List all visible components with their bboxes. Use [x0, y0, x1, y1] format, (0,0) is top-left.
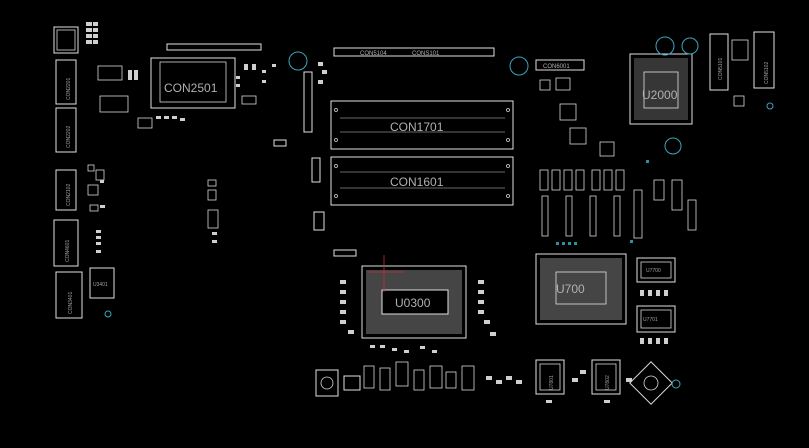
con6001-label: CON6001 — [543, 64, 570, 70]
connector-con6001[interactable] — [535, 59, 585, 71]
connector-con5104-cons101[interactable] — [333, 47, 495, 57]
small-chip[interactable] — [97, 65, 123, 81]
con6001-region: CON6001 — [535, 59, 615, 157]
connector-con2202[interactable] — [55, 107, 77, 153]
mounting-hole — [681, 37, 699, 55]
small-chip[interactable] — [273, 139, 287, 147]
mid-left-small-parts — [207, 179, 219, 243]
u7700-label: U7700 — [646, 268, 661, 274]
small-parts-cluster-a — [86, 22, 98, 44]
con2102-label: CON2102 — [66, 184, 72, 206]
inductor[interactable] — [315, 369, 339, 397]
con2202-label: CON2202 — [66, 126, 72, 148]
con2501-label: CON2501 — [164, 81, 218, 95]
mosfet[interactable] — [343, 375, 361, 391]
con2201-label: CON2201 — [66, 78, 72, 100]
u7701-label: U7701 — [643, 317, 658, 323]
left-connector-column: CON2201 CON2202 CON2102 CON4601 CON3401 … — [53, 22, 115, 319]
connector-con2201[interactable] — [55, 59, 77, 105]
connector-con5102[interactable] — [753, 31, 775, 89]
mounting-hole — [655, 36, 675, 56]
chip-u7801[interactable]: U7801 — [535, 359, 565, 395]
chipset-u2000[interactable]: U2000 — [629, 53, 693, 125]
top-header-strip[interactable] — [166, 43, 262, 51]
u2000-label: U2000 — [642, 88, 678, 102]
small-parts-cluster-b — [87, 164, 105, 253]
con5104-label: CON5104 — [360, 51, 387, 57]
via-hole — [766, 102, 774, 110]
vertical-connector[interactable] — [303, 71, 313, 133]
con2501-region: CON2501 — [97, 43, 276, 129]
dimm-slot-con1601[interactable]: CON1601 — [330, 156, 514, 206]
connector-con3401[interactable] — [55, 271, 83, 319]
cpu-surrounding-parts — [340, 280, 496, 353]
vram-u7701[interactable]: U7701 — [636, 305, 676, 333]
dimm-slot-con1701[interactable]: CON1701 — [330, 100, 514, 150]
cpu-u0300[interactable]: U0300 — [361, 255, 467, 339]
con1701-label: CON1701 — [390, 120, 444, 134]
via-hole — [671, 379, 681, 389]
small-chip[interactable] — [99, 95, 129, 113]
gpu-u700[interactable]: U700 — [535, 253, 627, 325]
mounting-hole — [664, 137, 682, 155]
small-chip[interactable] — [313, 211, 325, 231]
small-chip[interactable] — [333, 249, 357, 257]
u0300-label: U0300 — [395, 296, 431, 310]
top-center-connectors: CON5104 CONS101 — [333, 47, 495, 57]
chip-top-left[interactable] — [53, 26, 79, 54]
mounting-hole — [509, 56, 529, 76]
mounting-hole — [288, 51, 308, 71]
via-hole — [104, 310, 112, 318]
u700-label: U700 — [556, 282, 585, 296]
con4601-label: CON4601 — [65, 240, 71, 262]
cons101-label: CONS101 — [412, 51, 440, 57]
chip-u3401[interactable] — [89, 267, 115, 299]
connector-con2501[interactable] — [150, 57, 236, 109]
chip-u7802[interactable]: U7802 — [591, 359, 621, 395]
u7801-label: U7801 — [549, 375, 555, 390]
u7802-label: U7802 — [605, 375, 611, 390]
connector-con2102[interactable] — [55, 169, 77, 211]
vram-u7700[interactable]: U7700 — [636, 257, 676, 283]
con5102-label: CON5102 — [764, 62, 770, 84]
bottom-power-stage — [315, 361, 522, 397]
right-connectors: CON5101 CON5102 — [709, 31, 775, 110]
connector-con4601[interactable] — [53, 219, 79, 267]
con5101-label: CON5101 — [718, 58, 724, 80]
connector-con5101[interactable] — [709, 33, 729, 91]
con3401-label: CON3401 — [68, 292, 74, 314]
right-mid-components — [539, 160, 697, 245]
con1601-label: CON1601 — [390, 175, 444, 189]
small-chip[interactable] — [311, 157, 321, 183]
u3401-label: U3401 — [93, 282, 108, 288]
bottom-right-inductor[interactable] — [629, 361, 673, 405]
